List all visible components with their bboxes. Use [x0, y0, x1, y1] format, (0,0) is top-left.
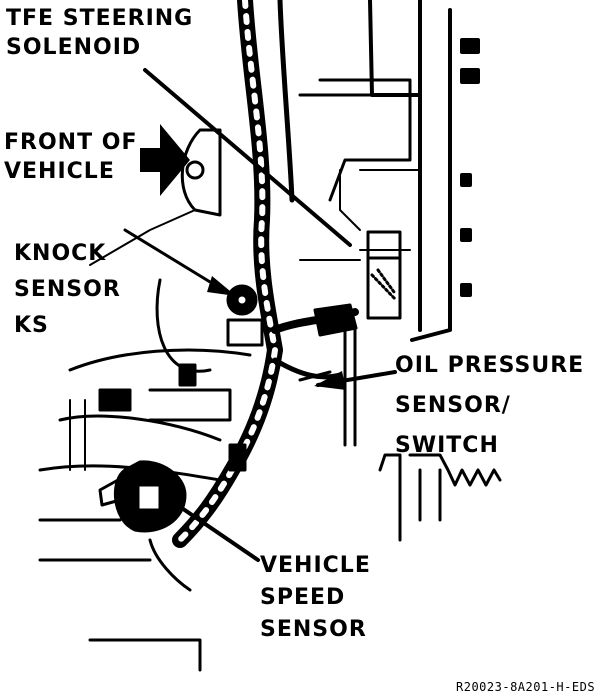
label-line: VEHICLE	[4, 159, 115, 184]
figure-code: R20023-8A201-H-EDS	[456, 680, 596, 694]
gear-teeth	[378, 453, 502, 542]
tfe-solenoid-body	[359, 230, 411, 320]
label-vehicle-speed-sensor: VEHICLE SPEED SENSOR	[260, 550, 371, 646]
label-line: SPEED	[260, 585, 346, 610]
knock-sensor-body	[226, 284, 264, 347]
knock-arrow-icon	[207, 276, 236, 296]
label-line: OIL PRESSURE	[395, 353, 585, 378]
vehicle-speed-sensor-body	[98, 460, 192, 592]
label-line: SENSOR	[14, 277, 121, 302]
oil-pressure-switch-body	[298, 303, 358, 447]
label-line: SWITCH	[395, 433, 499, 458]
label-line: SENSOR/	[395, 393, 511, 418]
label-front-of-vehicle: FRONT OF VEHICLE	[4, 128, 137, 186]
leader-lines	[89, 68, 397, 562]
label-oil-pressure-sensor-switch: OIL PRESSURE SENSOR/ SWITCH	[395, 346, 584, 466]
label-tfe-steering-solenoid: TFE STEERING SOLENOID	[6, 4, 193, 62]
label-line: KNOCK	[14, 241, 107, 266]
label-line: FRONT OF	[4, 130, 138, 155]
engine-block	[298, 0, 480, 342]
oil-arrow-icon	[314, 371, 346, 390]
left-structure	[38, 128, 252, 672]
direction-arrow-icon	[140, 124, 190, 196]
label-knock-sensor: KNOCK SENSOR KS	[14, 236, 121, 344]
label-line: SOLENOID	[6, 35, 142, 60]
label-line: KS	[14, 313, 49, 338]
arrowheads	[207, 276, 346, 390]
wiring-harness	[172, 0, 359, 548]
label-line: TFE STEERING	[6, 6, 194, 31]
label-line: SENSOR	[260, 617, 367, 642]
label-line: VEHICLE	[260, 553, 371, 578]
